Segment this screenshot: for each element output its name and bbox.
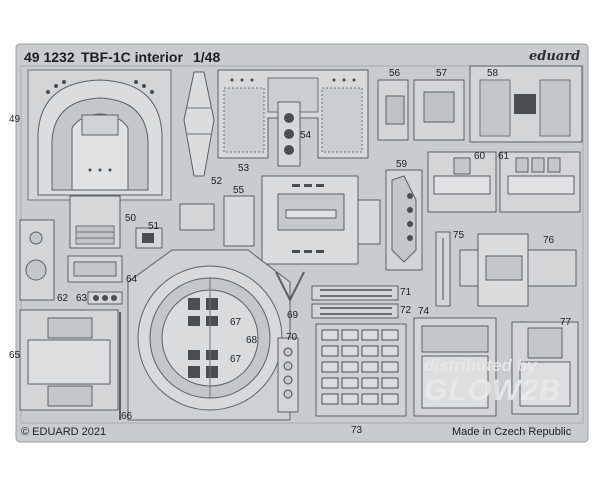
part-69	[275, 271, 305, 303]
part-label-75: 75	[453, 230, 465, 241]
part-71	[311, 285, 399, 301]
product-code: 49 1232	[24, 49, 75, 65]
part-label-51: 51	[148, 221, 160, 232]
part-54	[277, 101, 301, 167]
copyright-text: © EDUARD 2021	[21, 426, 107, 438]
part-label-72: 72	[400, 305, 412, 316]
part-67	[188, 298, 218, 378]
part-label-67b: 67	[230, 354, 242, 365]
part-label-73: 73	[351, 425, 363, 436]
part-label-53: 53	[238, 163, 250, 174]
part-label-54: 54	[300, 130, 312, 141]
part-label-58: 58	[487, 68, 499, 79]
watermark-line-1: distributed by	[424, 356, 537, 375]
brand-logo: eduard	[529, 49, 581, 64]
part-label-71: 71	[400, 287, 412, 298]
part-label-76: 76	[543, 235, 555, 246]
part-70	[277, 337, 299, 413]
part-65	[19, 309, 119, 411]
watermark-line-2: GLOW2B	[424, 374, 562, 407]
part-label-50: 50	[125, 213, 137, 224]
part-60	[427, 151, 497, 213]
part-77	[511, 321, 579, 415]
part-49	[27, 69, 172, 201]
part-label-61: 61	[498, 151, 510, 162]
part-76	[459, 233, 577, 307]
part-label-62: 62	[57, 293, 69, 304]
part-52	[183, 71, 215, 177]
part-72	[311, 303, 399, 319]
part-label-56: 56	[389, 68, 401, 79]
part-label-52: 52	[211, 176, 223, 187]
part-75	[435, 231, 451, 307]
part-label-70: 70	[286, 332, 298, 343]
product-title: TBF-1C interior	[81, 49, 183, 65]
part-label-64: 64	[126, 274, 138, 285]
part-64	[67, 255, 123, 283]
part-62	[19, 219, 55, 301]
part-label-67a: 67	[230, 317, 242, 328]
part-label-65: 65	[9, 350, 21, 361]
part-label-63: 63	[76, 293, 88, 304]
part-label-68: 68	[246, 335, 258, 346]
part-56	[377, 79, 409, 141]
part-50	[69, 195, 121, 249]
part-74	[413, 317, 497, 417]
part-label-57: 57	[436, 68, 448, 79]
part-58	[469, 65, 583, 143]
part-73	[315, 323, 407, 417]
part-label-74: 74	[418, 306, 430, 317]
part-51	[135, 227, 163, 249]
part-68	[127, 249, 291, 421]
part-label-49: 49	[9, 114, 21, 125]
part-61	[499, 151, 581, 213]
part-label-77: 77	[560, 317, 572, 328]
origin-text: Made in Czech Republic	[452, 426, 572, 438]
part-63	[87, 291, 123, 305]
part-57	[413, 79, 465, 141]
part-label-66: 66	[121, 411, 133, 422]
part-label-60: 60	[474, 151, 486, 162]
part-59	[385, 169, 423, 271]
product-scale: 1/48	[193, 49, 221, 65]
part-label-69: 69	[287, 310, 299, 321]
part-label-59: 59	[396, 159, 408, 170]
part-label-55: 55	[233, 185, 245, 196]
part-55	[179, 175, 381, 265]
